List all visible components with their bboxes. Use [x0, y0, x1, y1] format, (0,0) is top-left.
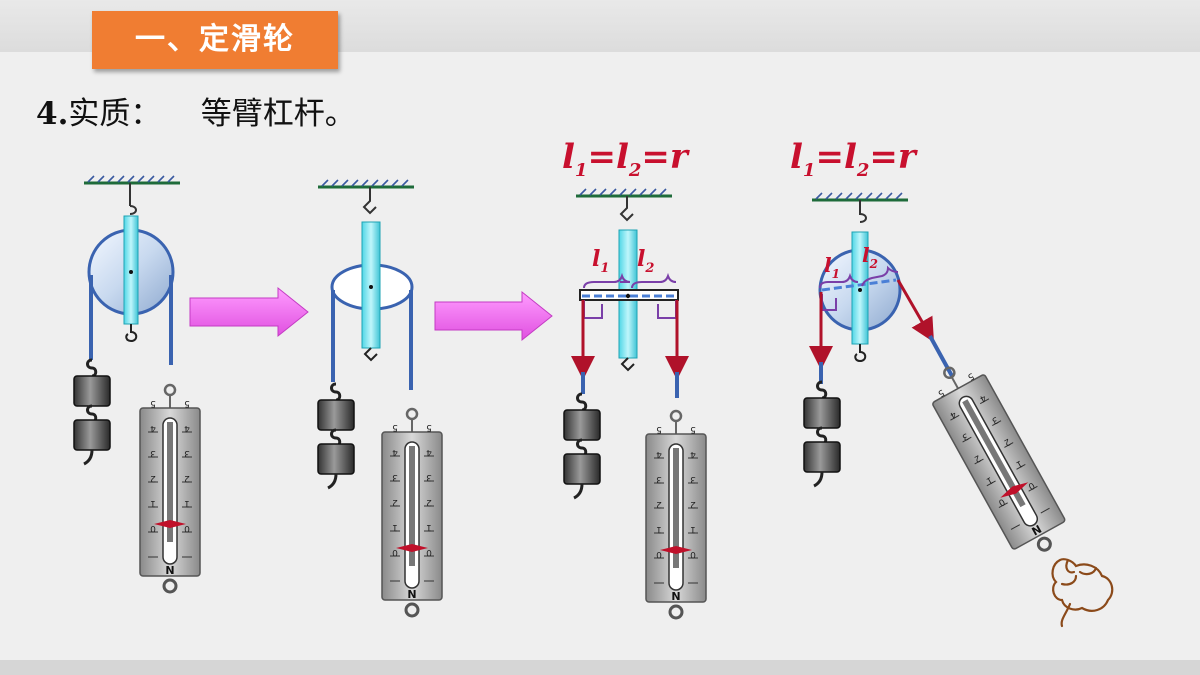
scale-labels-2: 0 0 1 1 2 2 3 3 4 4 5 5N — [392, 422, 432, 601]
arm-label-l1-4: l1 — [824, 253, 840, 281]
scale-tick-label: 3 — [184, 448, 190, 458]
section-title: 一、定滑轮 — [92, 11, 338, 69]
scale-tick-label: 1 — [1014, 458, 1024, 470]
scale-tick-label: 1 — [984, 474, 994, 486]
scale-tick-label: 0 — [150, 523, 156, 533]
panel-4: l1=l2=r l1 l2 — [790, 137, 1114, 628]
arm-label-l2-4: l2 — [862, 243, 878, 271]
weights-2 — [316, 382, 356, 490]
scale-tick-label: 3 — [990, 414, 1000, 426]
ceiling-3 — [574, 187, 674, 198]
arrow-right-1 — [189, 286, 309, 338]
scale-tick-label: 5 — [150, 398, 156, 408]
ceiling-4 — [810, 191, 910, 202]
scale-tick-label: 1 — [426, 522, 432, 532]
arm-label-l1-3: l1 — [592, 246, 609, 276]
scale-tick-label: 5 — [690, 424, 696, 434]
scale-tick-label: 0 — [426, 547, 432, 557]
scale-tick-label: 3 — [656, 474, 662, 484]
scale-tick-label: 1 — [690, 524, 696, 534]
scale-tick-label: 2 — [690, 499, 696, 509]
weights-4 — [802, 380, 842, 488]
bottom-bar — [0, 660, 1200, 675]
arrow-right-2 — [434, 290, 553, 342]
spring-scale-4 — [919, 352, 1076, 566]
scale-tick-label: 0 — [1026, 479, 1036, 491]
spring-scale-3 — [644, 409, 708, 620]
scale-tick-label: 3 — [426, 472, 432, 482]
scale-tick-label: 0 — [392, 547, 398, 557]
scale-unit-label: N — [671, 590, 680, 603]
heading-text: 等臂杠杆。 — [200, 96, 356, 132]
scale-tick-label: 4 — [656, 449, 662, 459]
ceiling-2 — [316, 178, 416, 189]
equation-1: l1=l2=r — [562, 137, 690, 181]
heading-number: 4. — [36, 96, 69, 132]
scale-tick-label: 4 — [150, 423, 156, 433]
scale-tick-label: 5 — [184, 398, 190, 408]
scale-tick-label: 1 — [656, 524, 662, 534]
scale-tick-label: 2 — [656, 499, 662, 509]
spring-scale-2 — [380, 407, 444, 618]
heading: 4.实质： 等臂杠杆。 — [36, 88, 356, 133]
panel-3: l1=l2=r l1 l2 — [562, 137, 708, 620]
scale-tick-label: 5 — [656, 424, 662, 434]
scale-tick-label: 4 — [392, 447, 398, 457]
weights-3 — [562, 392, 602, 500]
scale-unit-label: N — [165, 564, 174, 577]
scale-tick-label: 5 — [966, 370, 976, 382]
scale-tick-label: 1 — [150, 498, 156, 508]
scale-tick-label: 3 — [150, 448, 156, 458]
scale-tick-label: 2 — [392, 497, 398, 507]
scale-tick-label: 3 — [690, 474, 696, 484]
equation-2: l1=l2=r — [790, 137, 918, 181]
scale-unit-label: N — [407, 588, 416, 601]
scale-tick-label: 2 — [426, 497, 432, 507]
spring-scale-1 — [138, 383, 202, 594]
panel-2 — [316, 178, 444, 618]
scale-tick-label: 4 — [948, 408, 958, 420]
heading-label: 实质： — [68, 96, 162, 132]
scale-tick-label: 0 — [656, 549, 662, 559]
weights-1 — [72, 358, 112, 466]
scale-tick-label: 2 — [1002, 436, 1012, 448]
scale-tick-label: 0 — [184, 523, 190, 533]
scale-tick-label: 0 — [996, 496, 1006, 508]
scale-tick-label: 1 — [184, 498, 190, 508]
scale-tick-label: 4 — [184, 423, 190, 433]
scale-tick-label: 5 — [392, 422, 398, 432]
scale-tick-label: 1 — [392, 522, 398, 532]
ceiling-1 — [82, 174, 182, 185]
arm-label-l2-3: l2 — [637, 246, 654, 276]
scale-tick-label: 3 — [960, 430, 970, 442]
scale-tick-label: 2 — [184, 473, 190, 483]
scale-tick-label: 4 — [690, 449, 696, 459]
scale-tick-label: 4 — [977, 392, 987, 404]
panel-1 — [72, 174, 202, 594]
scale-tick-label: 2 — [150, 473, 156, 483]
scale-labels-3: 0 0 1 1 2 2 3 3 4 4 5 5N — [656, 424, 696, 603]
hand — [1051, 558, 1114, 628]
scale-tick-label: 2 — [972, 452, 982, 464]
scale-tick-label: 4 — [426, 447, 432, 457]
scale-tick-label: 5 — [426, 422, 432, 432]
scale-tick-label: 3 — [392, 472, 398, 482]
scale-tick-label: 5 — [936, 387, 946, 399]
scale-tick-label: 0 — [690, 549, 696, 559]
scale-labels-1: 0 0 1 1 2 2 3 3 4 4 5 5N — [150, 398, 190, 577]
